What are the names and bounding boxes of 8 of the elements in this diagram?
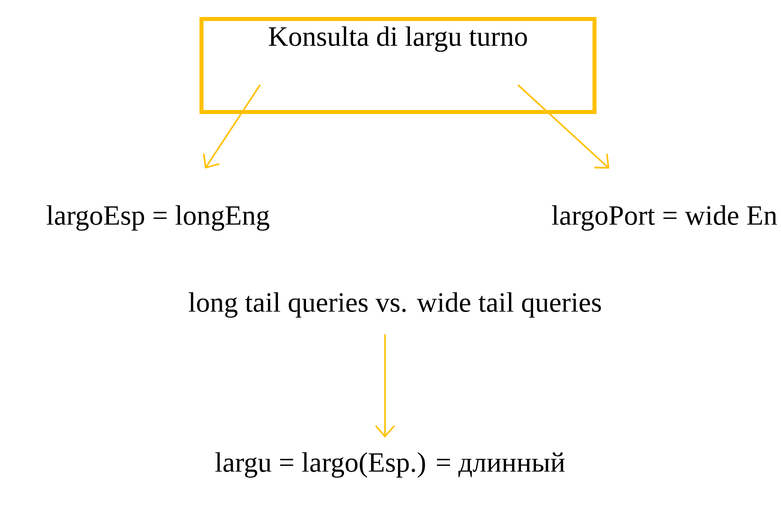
arrow — [375, 334, 395, 438]
arrow — [202, 84, 261, 169]
title-box: Konsulta di largu turno — [200, 17, 596, 114]
text-label: largu = largo(Esp.) = длинный — [215, 452, 565, 478]
text-label: largoEsp = longEng — [46, 205, 270, 231]
arrow — [517, 84, 610, 169]
text-label: largoPort = wide En — [552, 205, 777, 231]
text-label: long tail queries vs. wide tail queries — [188, 292, 601, 318]
